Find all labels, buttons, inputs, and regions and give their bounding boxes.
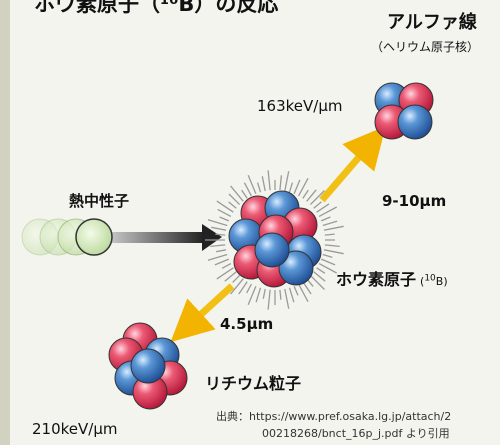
burst-spike: [293, 285, 299, 296]
burst-spike: [324, 233, 335, 236]
burst-spike: [313, 271, 326, 282]
burst-spike: [217, 208, 232, 217]
burst-spike: [320, 216, 331, 222]
burst-spike: [207, 219, 228, 227]
burst-spike: [267, 170, 271, 191]
burst-spike: [228, 193, 241, 206]
burst-spike: [316, 267, 326, 274]
source-citation-line1: 出典：https://www.pref.osaka.lg.jp/attach/2: [216, 410, 452, 423]
burst-spike: [262, 288, 266, 299]
burst-spike: [284, 171, 290, 192]
burst-spike: [298, 177, 309, 197]
burst-spike: [247, 285, 257, 305]
burst-spike: [228, 201, 237, 209]
lithium-energy-label: 210keV/μm: [32, 420, 118, 438]
burst-spike: [215, 233, 226, 236]
burst-spike: [224, 271, 237, 282]
beam-arrowhead: [202, 224, 222, 251]
burst-spike: [219, 216, 230, 222]
lithium-arrow: [170, 283, 235, 343]
burst-spike: [230, 278, 244, 295]
burst-spike: [238, 281, 248, 295]
burst-spike: [279, 289, 282, 300]
burst-spike: [298, 283, 309, 303]
burst-spike: [302, 189, 309, 199]
burst-spike: [322, 220, 338, 227]
alpha-range-label: 9-10μm: [382, 192, 447, 210]
burst-spike: [309, 190, 325, 206]
beam-shaft: [100, 232, 204, 243]
burst-spike: [284, 288, 290, 309]
alpha-energy-label: 163keV/μm: [257, 97, 343, 115]
burst-spike: [216, 249, 227, 253]
burst-spike: [324, 244, 340, 248]
lithium-particle-label: リチウム粒子: [205, 374, 302, 393]
burst-spike: [216, 200, 234, 213]
burst-spike: [288, 287, 295, 303]
burst-spike: [207, 253, 228, 261]
burst-spike: [216, 267, 234, 280]
burst-spike: [246, 283, 252, 294]
burst-spike: [267, 289, 271, 310]
burst-spike: [247, 175, 257, 195]
burst-spike: [323, 225, 344, 231]
alpha-particle: [374, 82, 434, 140]
helium-nucleus-label: （ヘリウム原子核）: [371, 40, 480, 54]
burst-spike: [241, 189, 248, 199]
thermal-neutron-label: 熱中性子: [69, 192, 130, 210]
burst-spike: [318, 206, 338, 217]
left-border-strip: [0, 0, 10, 445]
boron-name: ホウ素原子: [336, 270, 417, 289]
alpha-arrow: [319, 126, 386, 203]
burst-spike: [256, 182, 262, 193]
boron-mass-number: 10: [424, 273, 436, 284]
burst-spike: [302, 281, 312, 295]
lithium-particle: [108, 322, 188, 410]
burst-spike: [279, 175, 283, 191]
burst-spike: [255, 287, 262, 303]
burst-spike: [320, 258, 336, 266]
boron-symbol: B: [435, 275, 444, 288]
burst-spike: [309, 274, 325, 290]
burst-spike: [316, 203, 330, 213]
lithium-range-label: 4.5μm: [220, 315, 274, 333]
diagram-title: ホウ素原子（¹⁰B）の反応: [34, 0, 279, 16]
burst-spike: [322, 253, 333, 259]
burst-spike: [210, 244, 226, 248]
burst-spike: [221, 263, 232, 269]
burst-spike: [232, 274, 241, 283]
source-citation-line2: 00218268/bnct_16p_j.pdf より引用: [262, 427, 450, 440]
burst-spike: [323, 249, 344, 255]
burst-spike: [318, 263, 338, 274]
alpha-ray-label: アルファ線: [387, 12, 477, 33]
thermal-neutron: [75, 218, 113, 256]
burst-spike: [211, 226, 227, 231]
burst-spike: [261, 176, 266, 192]
neutron-beam: [21, 218, 222, 256]
burst-spike: [306, 189, 317, 202]
burst-spike: [243, 182, 252, 197]
burst-spike: [230, 185, 244, 202]
burst-spike: [293, 179, 301, 195]
burst-spike: [313, 201, 322, 209]
burst-spike: [288, 182, 294, 193]
boron-nucleus: [228, 190, 322, 288]
boron-atom-label: ホウ素原子(10B): [336, 270, 448, 289]
burst-spike: [214, 258, 230, 266]
